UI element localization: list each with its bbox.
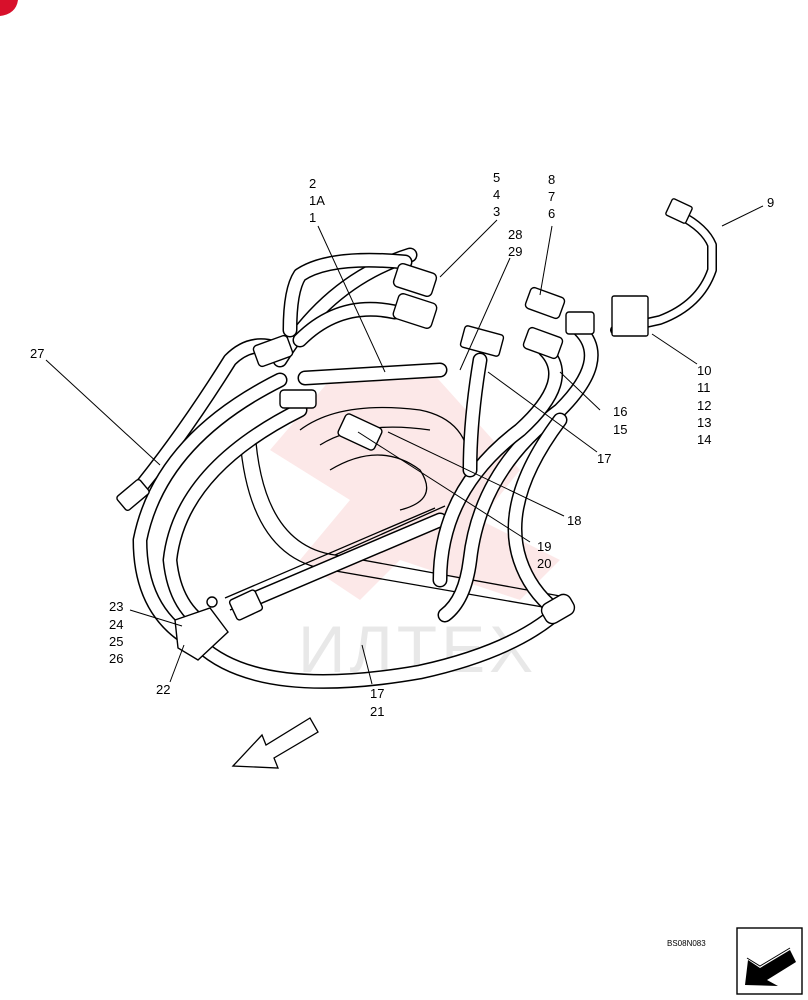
callout-11: 11 — [697, 380, 711, 395]
callout-5: 5 — [493, 170, 500, 185]
callout-16: 16 — [613, 404, 627, 419]
callout-8: 8 — [548, 172, 555, 187]
direction-arrow-icon — [231, 717, 319, 769]
callout-28: 28 — [508, 227, 522, 242]
callout-10: 10 — [697, 363, 711, 378]
callout-23: 23 — [109, 599, 123, 614]
callout-25: 25 — [109, 634, 123, 649]
callout-19: 19 — [537, 539, 551, 554]
callout-20: 20 — [537, 556, 551, 571]
hoses — [122, 210, 717, 689]
corner-mark-icon — [0, 0, 18, 16]
callout-4: 4 — [493, 187, 500, 202]
fittings — [116, 198, 693, 661]
callout-2: 2 — [309, 176, 316, 191]
callout-17-top: 17 — [597, 451, 611, 466]
view-arrow-icon — [736, 927, 803, 995]
callout-29: 29 — [508, 244, 522, 259]
callout-22: 22 — [156, 682, 170, 697]
leader-lines — [45, 205, 764, 685]
callout-17-bottom: 17 — [370, 686, 384, 701]
callout-27: 27 — [30, 346, 44, 361]
callout-3: 3 — [493, 204, 500, 219]
callout-14: 14 — [697, 432, 711, 447]
callout-labels: 2 1A 1 5 4 3 8 7 6 9 28 29 27 10 11 12 1… — [30, 170, 774, 719]
callout-13: 13 — [697, 415, 711, 430]
callout-9: 9 — [767, 195, 774, 210]
callout-6: 6 — [548, 206, 555, 221]
callout-12: 12 — [697, 398, 711, 413]
callout-1: 1 — [309, 210, 316, 225]
drawing-code: BS08N083 — [667, 939, 706, 948]
callout-1a: 1A — [309, 193, 325, 208]
callout-21: 21 — [370, 704, 384, 719]
callout-26: 26 — [109, 651, 123, 666]
callout-24: 24 — [109, 617, 123, 632]
callout-7: 7 — [548, 189, 555, 204]
callout-15: 15 — [613, 422, 627, 437]
callout-18: 18 — [567, 513, 581, 528]
